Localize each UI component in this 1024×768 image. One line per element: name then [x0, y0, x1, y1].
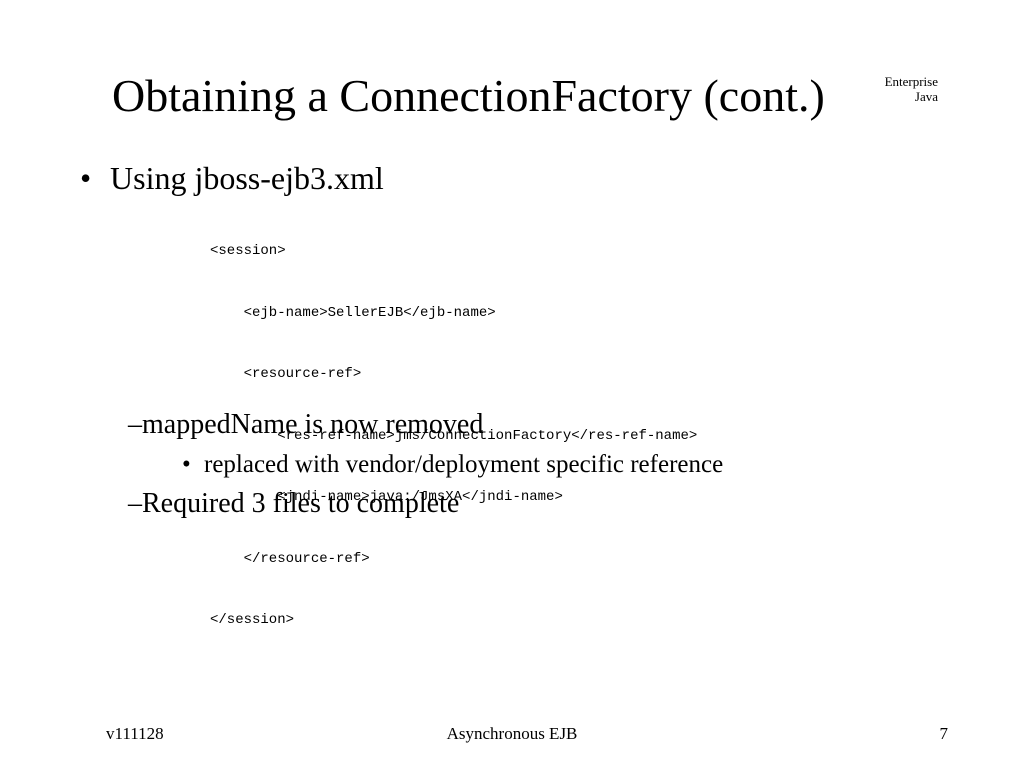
- code-line: <resource-ref>: [210, 366, 362, 382]
- code-line: <ejb-name>SellerEJB</ejb-name>: [210, 304, 496, 321]
- slide-title: Obtaining a ConnectionFactory (cont.): [112, 70, 825, 121]
- code-line: <session>: [210, 243, 286, 259]
- corner-label-line2: Java: [914, 89, 938, 104]
- code-block: <session> <ejb-name>SellerEJB</ejb-name>…: [210, 200, 697, 651]
- bullet-item: • Using jboss-ejb3.xml: [80, 158, 384, 198]
- bullet-icon: •: [80, 160, 92, 196]
- footer-title: Asynchronous EJB: [446, 724, 578, 743]
- sub-sub-bullet-text: replaced with vendor/deployment specific…: [204, 451, 724, 478]
- code-line: <res-ref-name>jms/ConnectionFactory</res…: [210, 427, 698, 444]
- code-line: </session>: [210, 612, 295, 628]
- sub-sub-bullet: • replaced with vendor/deployment specifi…: [182, 450, 723, 480]
- bullet-icon: •: [182, 451, 191, 478]
- footer-version: v111128: [106, 724, 164, 743]
- sub-bullet-mappedname: –mappedName is now removed: [128, 409, 484, 440]
- corner-label: Enterprise Java: [885, 74, 938, 104]
- bullet-text: Using jboss-ejb3.xml: [110, 160, 384, 196]
- corner-label-line1: Enterprise: [884, 74, 938, 89]
- sub-bullet-required-files: –Required 3 files to complete: [128, 488, 460, 519]
- code-line: <jndi-name>java:/JmsXA</jndi-name>: [210, 489, 563, 505]
- code-line: </resource-ref>: [210, 550, 370, 567]
- footer-page-number: 7: [939, 724, 949, 743]
